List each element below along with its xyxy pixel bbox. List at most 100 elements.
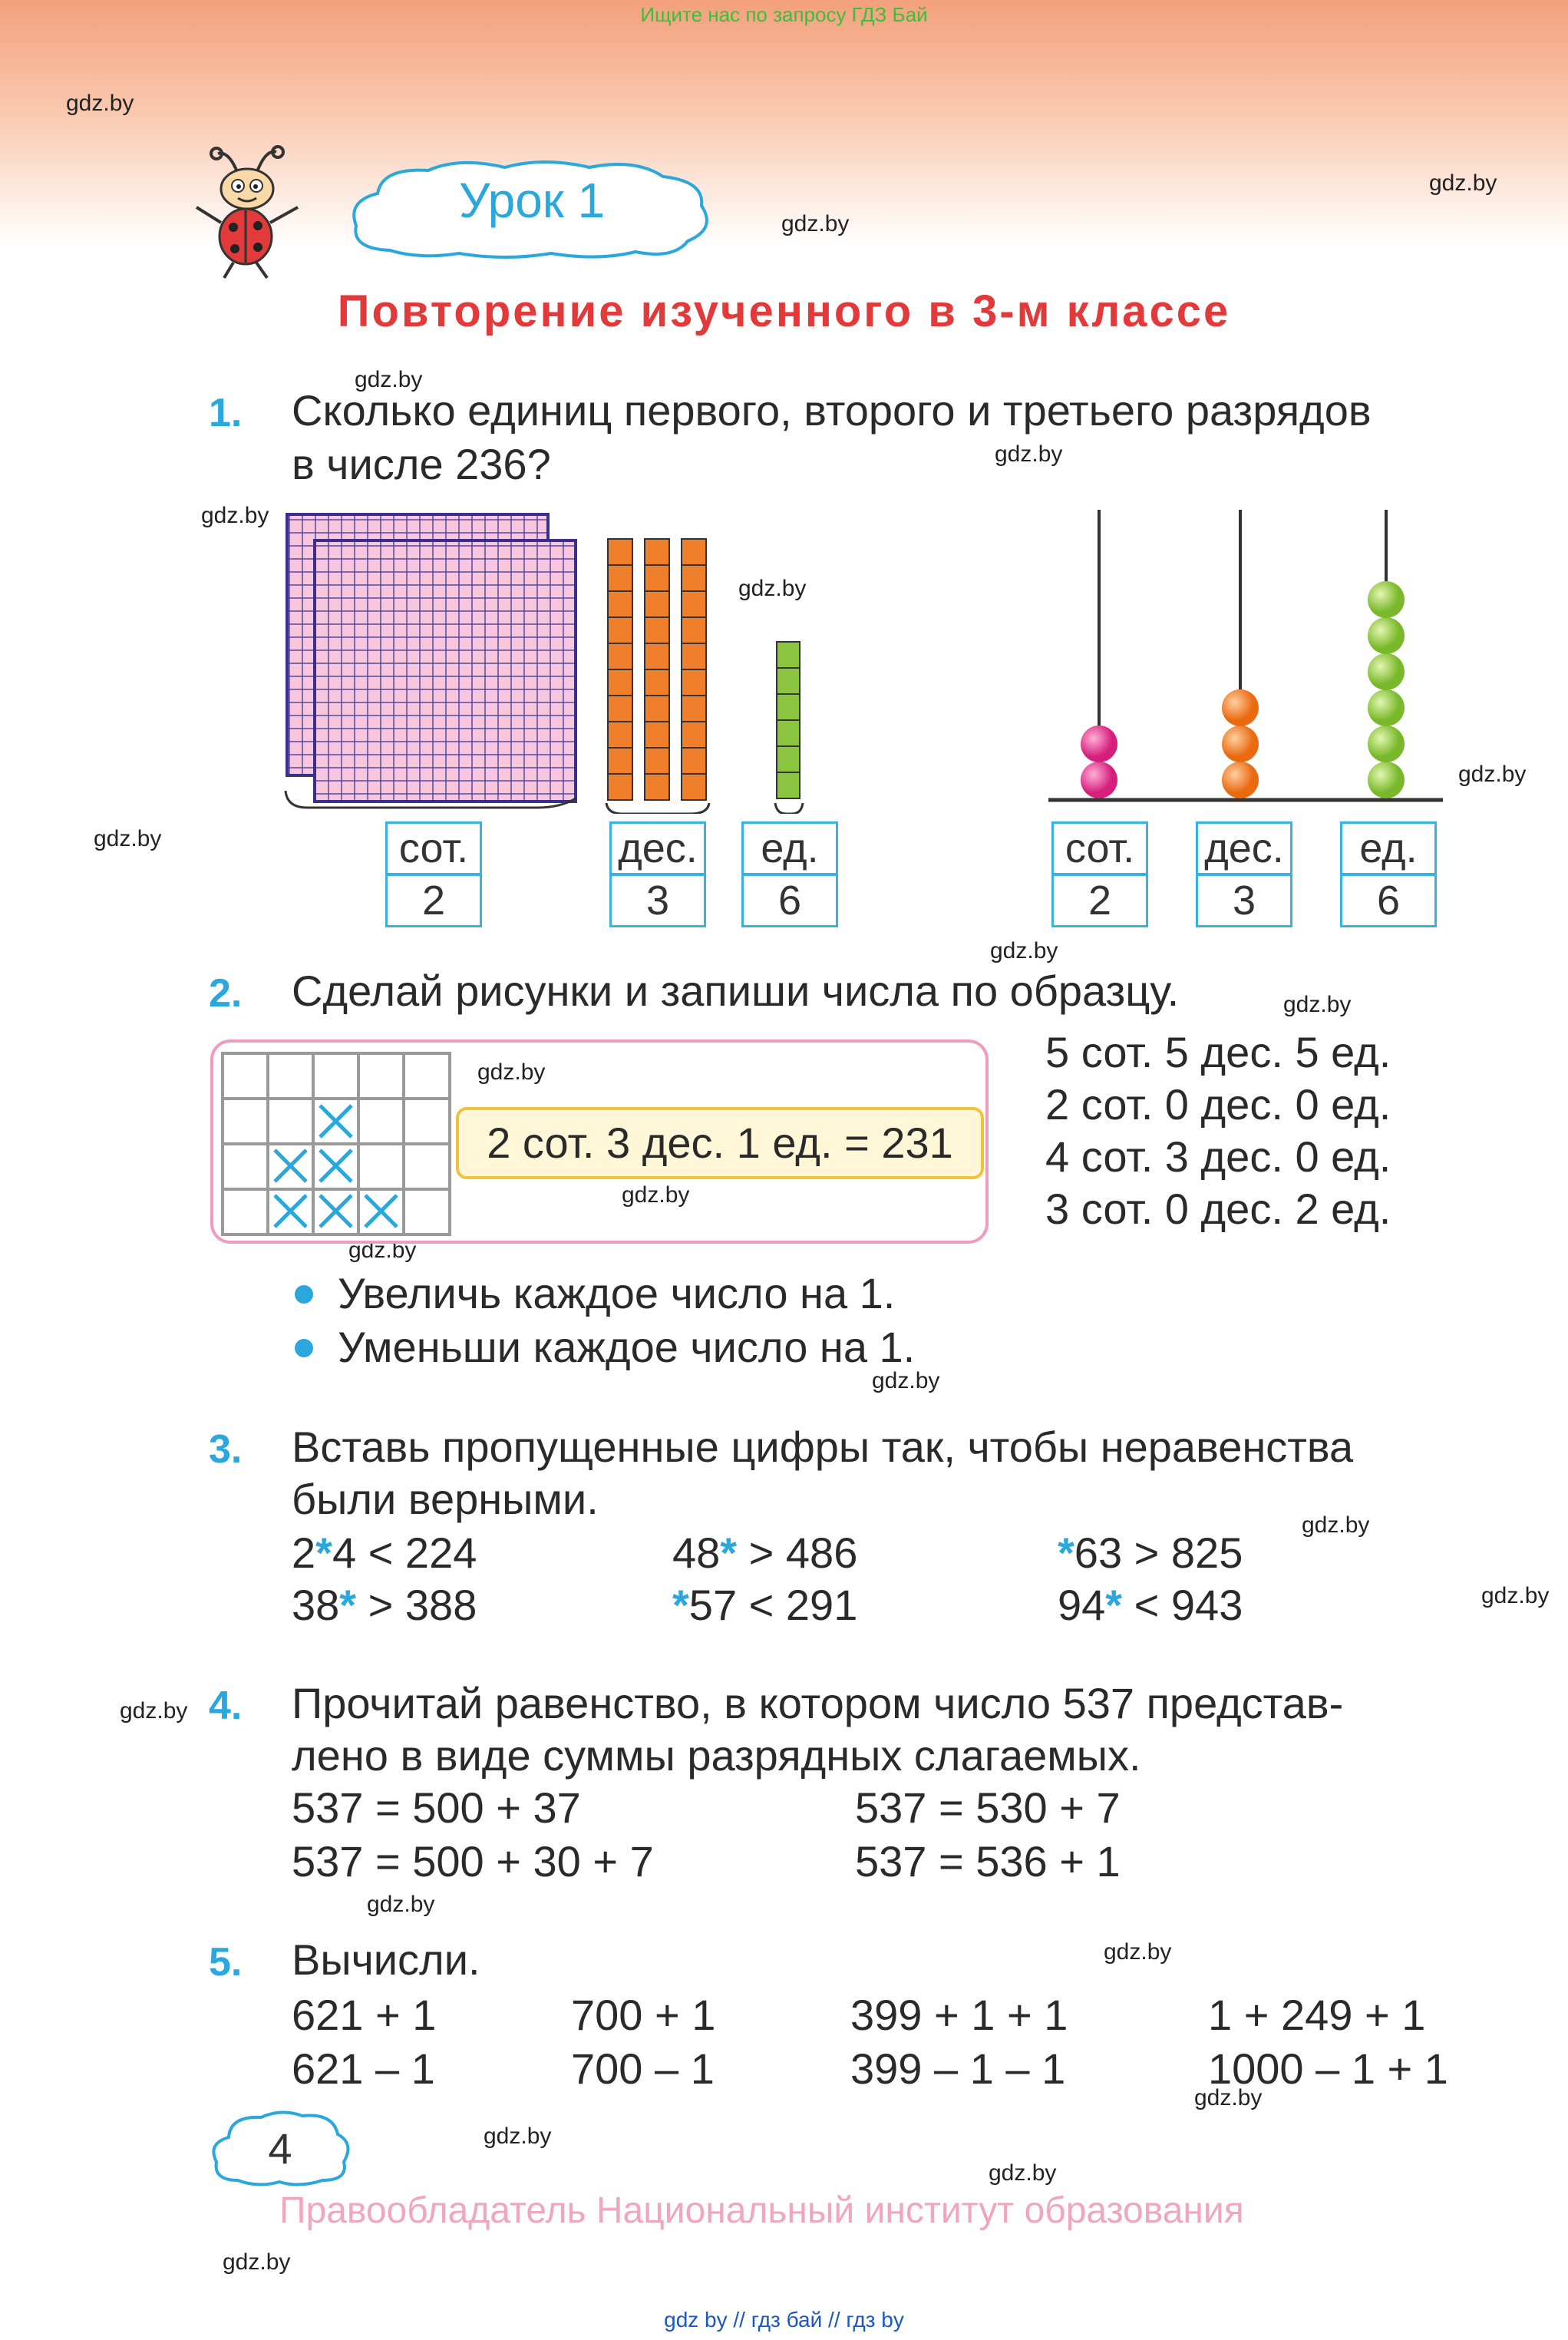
exercise-number: 4. — [209, 1684, 243, 1728]
watermark: gdz.by — [94, 826, 162, 851]
number-item: 2 сот. 0 дес. 0 ед. — [1045, 1080, 1391, 1129]
equation: 537 = 500 + 37 — [292, 1783, 581, 1832]
watermark: gdz.by — [1458, 762, 1527, 787]
watermark: gdz.by — [355, 367, 423, 392]
expression: 700 – 1 — [571, 2044, 715, 2093]
top-banner[interactable]: Ищите нас по запросу ГДЗ Бай — [640, 3, 928, 26]
ones-bead — [1368, 581, 1405, 618]
bullet-icon — [295, 1339, 313, 1357]
place-value-hundreds: 2 — [385, 874, 482, 927]
place-header-tens: дес. — [609, 821, 706, 875]
place-value-tens: 3 — [609, 874, 706, 927]
task-bullet: Уменьши каждое число на 1. — [338, 1323, 916, 1371]
equation: 537 = 536 + 1 — [855, 1837, 1121, 1886]
exercise-number: 1. — [209, 391, 243, 435]
watermark: gdz.by — [477, 1059, 546, 1085]
abacus — [1048, 510, 1443, 802]
expression: 399 + 1 + 1 — [850, 1991, 1068, 2039]
watermark: gdz.by — [622, 1182, 690, 1208]
expression: 621 – 1 — [292, 2044, 435, 2093]
inequality: *57 < 291 — [672, 1581, 858, 1629]
sample-equation: 2 сот. 3 дес. 1 ед. = 231 — [456, 1107, 984, 1179]
watermark: gdz.by — [781, 211, 850, 236]
inequality: 2*4 < 224 — [292, 1529, 477, 1577]
exercise-text: Сколько единиц первого, второго и третье… — [292, 386, 1372, 435]
ones-bead — [1368, 617, 1405, 654]
watermark: gdz.by — [367, 1892, 435, 1917]
hundreds-bead — [1081, 762, 1117, 798]
watermark: gdz.by — [120, 1698, 188, 1724]
inequality: 48* > 486 — [672, 1529, 858, 1577]
bottom-links[interactable]: gdz by // гдз бай // гдз by — [664, 2308, 904, 2332]
bullet-icon — [295, 1285, 313, 1304]
tens-bead — [1222, 725, 1259, 762]
ladybug-mascot-icon — [195, 145, 299, 279]
watermark: gdz.by — [1283, 992, 1352, 1017]
ones-bead — [1368, 762, 1405, 798]
watermark: gdz.by — [990, 938, 1058, 963]
sample-box — [210, 1039, 989, 1244]
watermark: gdz.by — [872, 1368, 940, 1393]
exercise-text: Вставь пропущенные цифры так, чтобы нера… — [292, 1423, 1354, 1471]
watermark: gdz.by — [66, 91, 134, 116]
watermark: gdz.by — [738, 576, 807, 601]
watermark: gdz.by — [1302, 1512, 1370, 1538]
abacus-value-ones: 6 — [1340, 874, 1437, 927]
inequality: *63 > 825 — [1058, 1529, 1243, 1577]
hundreds-flat — [313, 539, 577, 803]
tens-bead — [1222, 689, 1259, 726]
expression: 399 – 1 – 1 — [850, 2044, 1066, 2093]
exercise-number: 3. — [209, 1427, 243, 1472]
cross-grid-drawing — [221, 1052, 451, 1236]
abacus-header-ones: ед. — [1340, 821, 1437, 875]
exercise-number: 2. — [209, 971, 243, 1016]
exercise-text: Вычисли. — [292, 1935, 480, 1984]
number-item: 3 сот. 0 дес. 2 ед. — [1045, 1185, 1391, 1233]
hundreds-bead — [1081, 725, 1117, 762]
number-item: 5 сот. 5 дес. 5 ед. — [1045, 1028, 1391, 1076]
watermark: gdz.by — [1481, 1583, 1550, 1608]
expression: 621 + 1 — [292, 1991, 437, 2039]
watermark: gdz.by — [989, 2160, 1057, 2186]
lesson-cloud — [352, 160, 708, 259]
tens-bead — [1222, 762, 1259, 798]
expression: 1000 – 1 + 1 — [1208, 2044, 1448, 2093]
watermark: gdz.by — [223, 2249, 291, 2275]
tens-rods — [605, 538, 711, 814]
ones-bead — [1368, 689, 1405, 726]
exercise-text: Прочитай равенство, в котором число 537 … — [292, 1679, 1344, 1727]
ones-column — [774, 641, 804, 814]
expression: 700 + 1 — [571, 1991, 716, 2039]
watermark: gdz.by — [1104, 1939, 1172, 1965]
watermark: gdz.by — [1194, 2085, 1263, 2110]
page-title: Повторение изученного в 3-м классе — [337, 286, 1231, 336]
exercise-text: лено в виде суммы разрядных слагаемых. — [292, 1731, 1141, 1780]
copyright-note: Правообладатель Национальный институт об… — [279, 2190, 1244, 2231]
expression: 1 + 249 + 1 — [1208, 1991, 1426, 2039]
abacus-header-hundreds: сот. — [1051, 821, 1148, 875]
watermark: gdz.by — [995, 441, 1063, 467]
exercise-text: были верными. — [292, 1475, 599, 1523]
ones-bead — [1368, 725, 1405, 762]
ones-bead — [1368, 653, 1405, 690]
abacus-value-hundreds: 2 — [1051, 874, 1148, 927]
abacus-header-tens: дес. — [1196, 821, 1292, 875]
inequality: 38* > 388 — [292, 1581, 477, 1629]
equation: 537 = 500 + 30 + 7 — [292, 1837, 654, 1886]
exercise-text: Сделай рисунки и запиши числа по образцу… — [292, 967, 1180, 1015]
number-item: 4 сот. 3 дес. 0 ед. — [1045, 1132, 1391, 1181]
watermark: gdz.by — [1429, 170, 1497, 196]
exercise-number: 5. — [209, 1940, 243, 1985]
abacus-value-tens: 3 — [1196, 874, 1292, 927]
place-value-ones: 6 — [741, 874, 838, 927]
base-ten-blocks — [284, 513, 804, 814]
inequality: 94* < 943 — [1058, 1581, 1243, 1629]
place-header-hundreds: сот. — [385, 821, 482, 875]
watermark: gdz.by — [201, 503, 269, 528]
page-number-cloud — [212, 2110, 350, 2186]
watermark: gdz.by — [484, 2124, 552, 2149]
equation: 537 = 530 + 7 — [855, 1783, 1121, 1832]
lesson-label: Урок 1 — [458, 173, 606, 228]
task-bullet: Увеличь каждое число на 1. — [338, 1269, 896, 1317]
exercise-text: в числе 236? — [292, 440, 551, 488]
